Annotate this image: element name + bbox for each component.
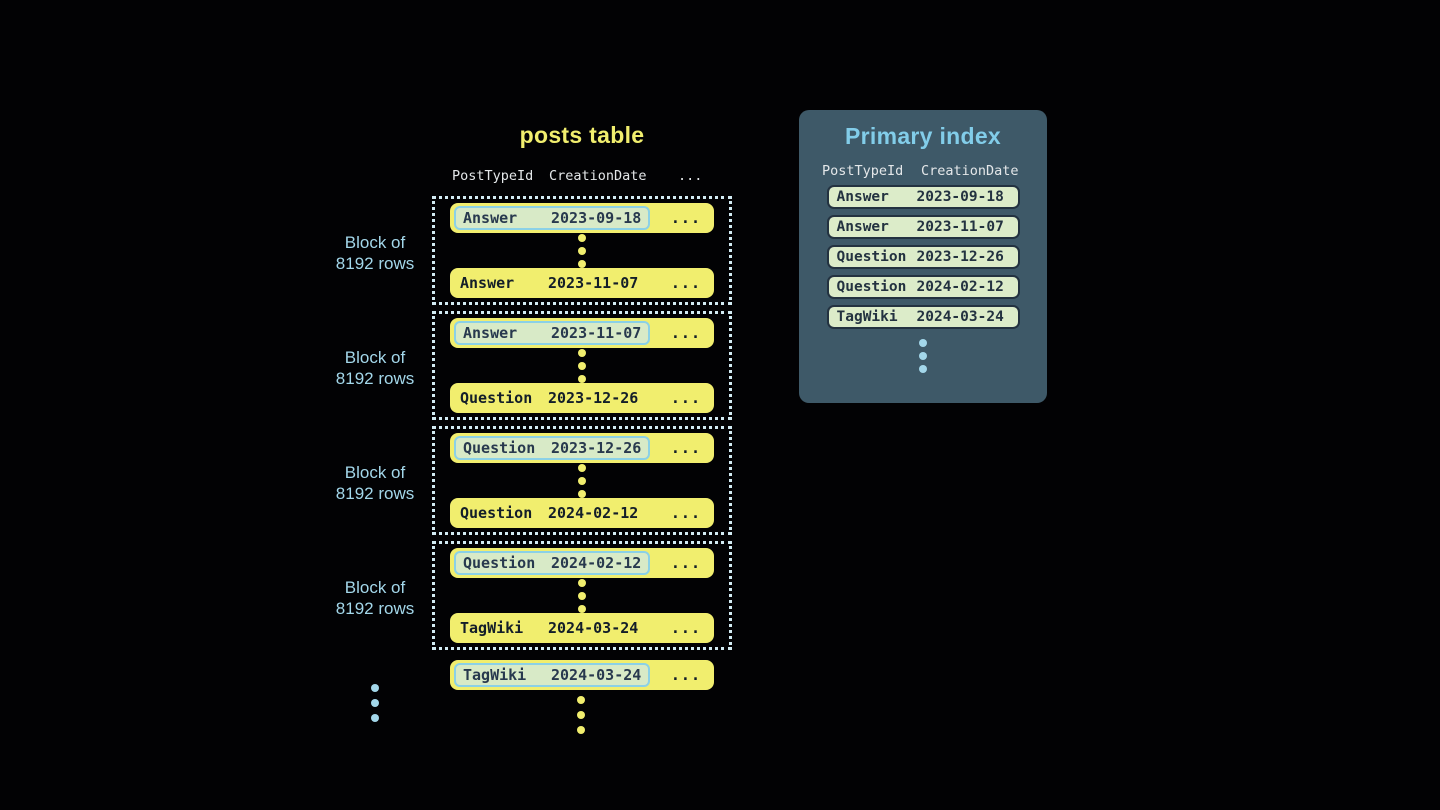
index-row: TagWiki 2024-03-24: [826, 305, 1020, 329]
cell-posttypeid: Answer: [463, 324, 518, 342]
block-label-1: Block of 8192 rows: [310, 232, 440, 274]
cell-more: ...: [670, 504, 701, 522]
cell-more: ...: [670, 324, 701, 342]
cell-posttypeid: Question: [460, 389, 533, 407]
cell-more: ...: [670, 389, 701, 407]
ellipsis-dots-icon: [570, 696, 592, 734]
block-label-line1: Block of: [344, 348, 406, 367]
ellipsis-dots-icon: [450, 463, 714, 498]
index-row: Answer 2023-11-07: [826, 215, 1020, 239]
cell-creationdate: 2024-03-24: [916, 309, 1004, 325]
cell-creationdate: 2024-02-12: [916, 279, 1004, 295]
ellipsis-dots-icon: [450, 233, 714, 268]
cell-creationdate: 2023-11-07: [548, 274, 639, 292]
cell-posttypeid: Question: [836, 249, 907, 265]
table-row: Question 2024-02-12 ...: [450, 548, 714, 578]
ellipsis-dots-icon: [450, 578, 714, 613]
cell-creationdate: 2023-09-18: [916, 189, 1004, 205]
cell-creationdate: 2023-11-07: [916, 219, 1004, 235]
cell-posttypeid: Question: [460, 504, 533, 522]
index-column-header-posttypeid: PostTypeId: [822, 163, 904, 179]
posts-column-header-creationdate: CreationDate: [549, 168, 647, 184]
ellipsis-dots-icon: [799, 339, 1047, 373]
cell-more: ...: [670, 554, 701, 572]
cell-posttypeid: Answer: [460, 274, 515, 292]
cell-posttypeid: Answer: [836, 189, 889, 205]
index-highlight-box: Question 2024-02-12: [454, 551, 651, 575]
cell-posttypeid: TagWiki: [836, 309, 898, 325]
table-row: Answer 2023-11-07 ...: [450, 268, 714, 298]
block-label-3: Block of 8192 rows: [310, 462, 440, 504]
table-row: Question 2023-12-26 ...: [450, 383, 714, 413]
block-label-line2: 8192 rows: [335, 599, 415, 618]
cell-creationdate: 2024-03-24: [551, 666, 642, 684]
table-row: Question 2024-02-12 ...: [450, 498, 714, 528]
primary-index-title: Primary index: [844, 123, 1002, 149]
index-highlight-box: Answer 2023-09-18: [454, 206, 651, 230]
table-row: Answer 2023-11-07 ...: [450, 318, 714, 348]
cell-creationdate: 2023-11-07: [551, 324, 642, 342]
index-highlight-box: Question 2023-12-26: [454, 436, 651, 460]
posts-column-header-more: ...: [678, 168, 703, 184]
block-label-line1: Block of: [344, 578, 406, 597]
index-highlight-box: Answer 2023-11-07: [454, 321, 651, 345]
cell-posttypeid: Answer: [463, 209, 518, 227]
cell-more: ...: [670, 666, 701, 684]
ellipsis-dots-icon: [450, 348, 714, 383]
posts-block-2: Answer 2023-11-07 ... Question 2023-12-2…: [432, 311, 732, 420]
posts-table-title: posts table: [519, 122, 645, 148]
index-highlight-box: TagWiki 2024-03-24: [454, 663, 651, 687]
table-row: TagWiki 2024-03-24 ...: [450, 613, 714, 643]
cell-creationdate: 2024-03-24: [548, 619, 639, 637]
table-row: Answer 2023-09-18 ...: [450, 203, 714, 233]
block-label-line2: 8192 rows: [335, 254, 415, 273]
cell-more: ...: [670, 274, 701, 292]
primary-index-panel: Primary index PostTypeId CreationDate An…: [799, 110, 1047, 403]
index-row: Question 2023-12-26: [826, 245, 1020, 269]
block-label-2: Block of 8192 rows: [310, 347, 440, 389]
cell-creationdate: 2023-12-26: [916, 249, 1004, 265]
cell-posttypeid: Question: [463, 439, 536, 457]
index-row: Answer 2023-09-18: [826, 185, 1020, 209]
cell-more: ...: [670, 209, 701, 227]
cell-posttypeid: TagWiki: [460, 619, 524, 637]
block-label-line1: Block of: [344, 463, 406, 482]
block-label-line2: 8192 rows: [335, 484, 415, 503]
cell-posttypeid: Question: [463, 554, 536, 572]
cell-posttypeid: Answer: [836, 219, 889, 235]
cell-creationdate: 2023-12-26: [551, 439, 642, 457]
cell-more: ...: [670, 619, 701, 637]
cell-posttypeid: Question: [836, 279, 907, 295]
table-row: Question 2023-12-26 ...: [450, 433, 714, 463]
block-label-4: Block of 8192 rows: [310, 577, 440, 619]
more-blocks-dots-icon: [364, 684, 386, 722]
block-label-line1: Block of: [344, 233, 406, 252]
posts-block-4: Question 2024-02-12 ... TagWiki 2024-03-…: [432, 541, 732, 650]
cell-creationdate: 2024-02-12: [551, 554, 642, 572]
posts-block-1: Answer 2023-09-18 ... Answer 2023-11-07 …: [432, 196, 732, 305]
index-row: Question 2024-02-12: [826, 275, 1020, 299]
block-label-line2: 8192 rows: [335, 369, 415, 388]
index-column-header-creationdate: CreationDate: [921, 163, 1019, 179]
primary-index-column-headers: PostTypeId CreationDate: [822, 163, 1047, 179]
cell-creationdate: 2023-12-26: [548, 389, 639, 407]
cell-creationdate: 2023-09-18: [551, 209, 642, 227]
table-row-tail: TagWiki 2024-03-24 ...: [450, 660, 714, 690]
posts-block-3: Question 2023-12-26 ... Question 2024-02…: [432, 426, 732, 535]
cell-posttypeid: TagWiki: [463, 666, 527, 684]
cell-creationdate: 2024-02-12: [548, 504, 639, 522]
posts-column-header-posttypeid: PostTypeId: [452, 168, 534, 184]
cell-more: ...: [670, 439, 701, 457]
